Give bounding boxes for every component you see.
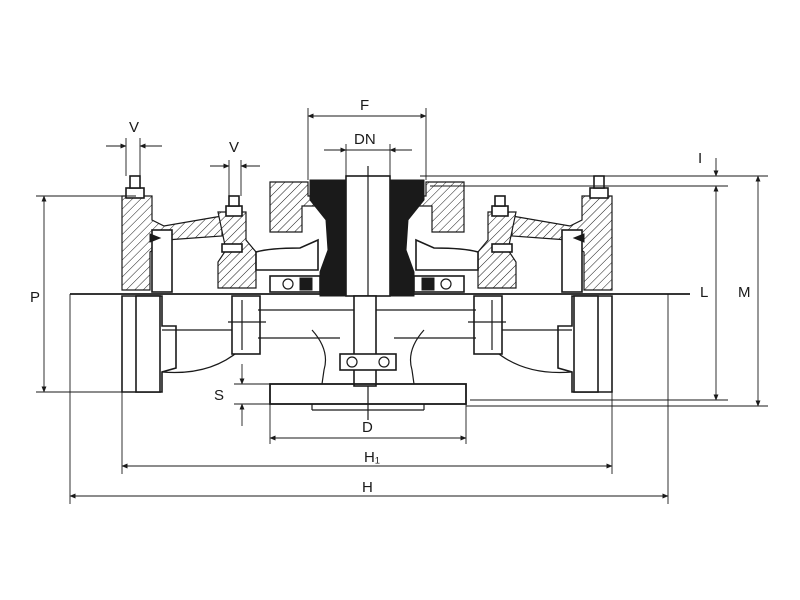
label-m: M	[738, 284, 751, 301]
label-h1: H₁	[364, 449, 380, 466]
right-end-flange	[376, 295, 613, 393]
left-end-flange	[121, 295, 358, 393]
bottom-support	[269, 329, 467, 411]
label-h: H	[362, 479, 373, 496]
label-f: F	[360, 97, 369, 114]
center-tee-body	[255, 181, 479, 271]
valve-assembly	[70, 166, 690, 420]
dimension-labels: V V F DN I P L M S D H₁ H	[30, 97, 751, 496]
label-dn: DN	[354, 131, 376, 148]
left-upper-housing	[121, 175, 257, 293]
label-s: S	[214, 387, 224, 404]
right-upper-housing	[477, 175, 613, 293]
label-v-middle: V	[229, 139, 239, 156]
dimension-lines	[36, 108, 768, 504]
label-v-left: V	[129, 119, 139, 136]
label-p: P	[30, 289, 40, 306]
label-i: I	[698, 150, 702, 167]
seal-rings	[269, 275, 465, 293]
center-stem	[345, 166, 391, 420]
label-l: L	[700, 284, 708, 301]
label-d: D	[362, 419, 373, 436]
rubber-liner	[309, 179, 425, 297]
